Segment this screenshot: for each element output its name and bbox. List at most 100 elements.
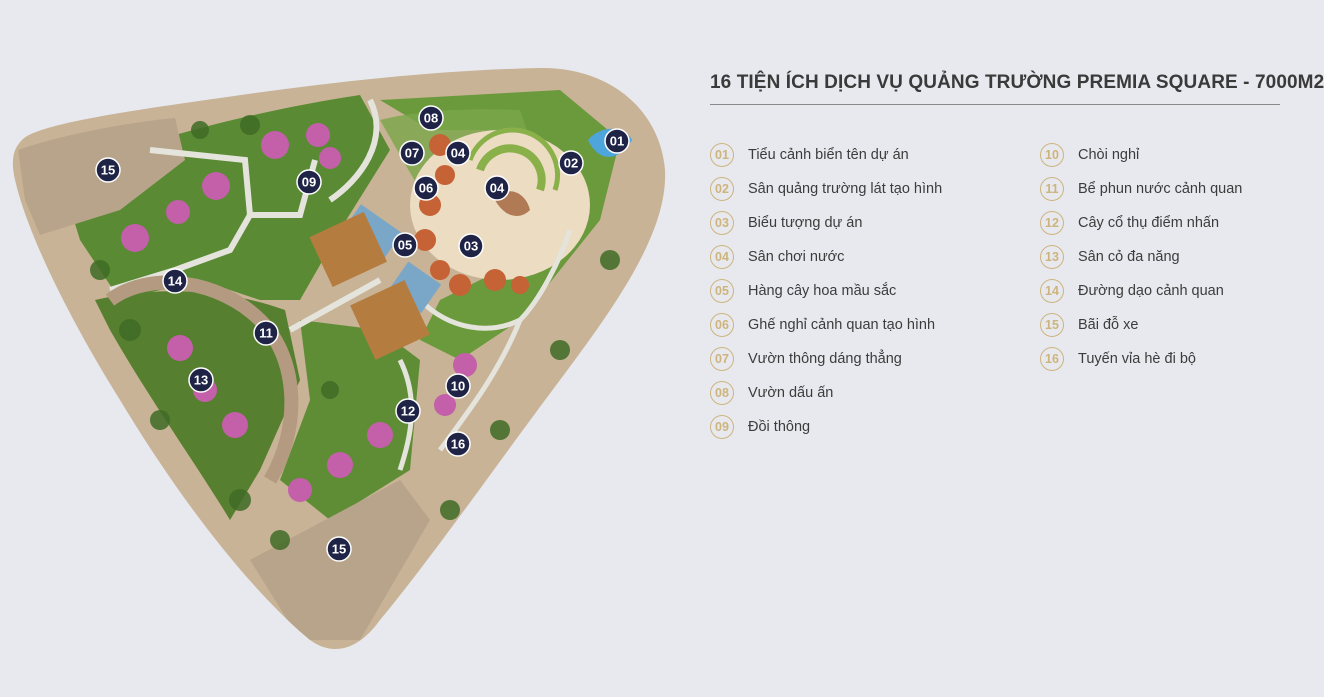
map-marker-label: 11 bbox=[259, 326, 273, 341]
walkway bbox=[328, 98, 380, 203]
legend-item: 16 Tuyến vỉa hè đi bộ bbox=[1040, 342, 1242, 376]
walkway bbox=[288, 277, 382, 333]
legend-number-badge: 03 bbox=[710, 211, 734, 235]
shade-trees bbox=[90, 115, 620, 550]
map-marker-label: 01 bbox=[610, 134, 624, 149]
map-marker-label: 06 bbox=[419, 181, 433, 196]
map-marker-label: 09 bbox=[302, 175, 316, 190]
map-marker-circle bbox=[445, 431, 471, 457]
legend-number-badge: 16 bbox=[1040, 347, 1064, 371]
legend-number-badge: 12 bbox=[1040, 211, 1064, 235]
amenities-legend: 16 TIỆN ÍCH DỊCH VỤ QUẢNG TRƯỜNG PREMIA … bbox=[710, 72, 1324, 439]
map-marker-label: 08 bbox=[424, 111, 438, 126]
legend-number-badge: 02 bbox=[710, 177, 734, 201]
legend-item: 03 Biểu tượng dự án bbox=[710, 206, 942, 240]
map-marker: 13 bbox=[188, 367, 214, 393]
legend-item: 05 Hàng cây hoa mầu sắc bbox=[710, 274, 942, 308]
legend-item-label: Tiểu cảnh biển tên dự án bbox=[748, 147, 909, 163]
map-marker-circle bbox=[162, 268, 188, 294]
legend-number-badge: 06 bbox=[710, 313, 734, 337]
map-marker: 15 bbox=[95, 157, 121, 183]
map-marker: 04 bbox=[484, 175, 510, 201]
legend-item: 14 Đường dạo cảnh quan bbox=[1040, 274, 1242, 308]
legend-item: 04 Sân chơi nước bbox=[710, 240, 942, 274]
legend-item-label: Sân quảng trường lát tạo hình bbox=[748, 181, 943, 197]
legend-item-label: Bể phun nước cảnh quan bbox=[1078, 181, 1243, 197]
map-marker: 01 bbox=[604, 128, 630, 154]
map-marker-label: 03 bbox=[464, 239, 478, 254]
map-marker-label: 04 bbox=[451, 146, 466, 161]
legend-item: 13 Sân cỏ đa năng bbox=[1040, 240, 1242, 274]
legend-item: 11 Bể phun nước cảnh quan bbox=[1040, 172, 1242, 206]
map-marker-circle bbox=[445, 140, 471, 166]
map-marker-label: 02 bbox=[564, 156, 578, 171]
map-marker: 06 bbox=[413, 175, 439, 201]
map-marker: 14 bbox=[162, 268, 188, 294]
map-marker: 10 bbox=[445, 373, 471, 399]
legend-item-label: Biểu tượng dự án bbox=[748, 215, 863, 231]
map-marker: 09 bbox=[296, 169, 322, 195]
map-marker: 05 bbox=[392, 232, 418, 258]
map-marker-circle bbox=[253, 320, 279, 346]
legend-number-badge: 10 bbox=[1040, 143, 1064, 167]
map-marker-circle bbox=[392, 232, 418, 258]
legend-item-label: Sân cỏ đa năng bbox=[1078, 249, 1180, 265]
map-marker: 12 bbox=[395, 398, 421, 424]
legend-item: 02 Sân quảng trường lát tạo hình bbox=[710, 172, 942, 206]
plaza-arc bbox=[467, 127, 561, 191]
water-play bbox=[388, 261, 442, 314]
map-marker: 07 bbox=[399, 140, 425, 166]
map-marker-label: 14 bbox=[168, 274, 183, 289]
plaza-arc bbox=[476, 144, 546, 192]
legend-number-badge: 05 bbox=[710, 279, 734, 303]
map-marker: 15 bbox=[326, 536, 352, 562]
map-marker-label: 15 bbox=[101, 163, 115, 178]
map-marker-circle bbox=[458, 233, 484, 259]
site-plan-map: 08 01 07 04 02 15 09 06 04 05 03 14 11 13 10 12 16 15 bbox=[12, 67, 666, 650]
legend-item-label: Đường dạo cảnh quan bbox=[1078, 283, 1224, 299]
legend-number-badge: 13 bbox=[1040, 245, 1064, 269]
map-markers: 08 01 07 04 02 15 09 06 04 05 03 14 11 13 10 12 16 15 bbox=[95, 105, 630, 562]
legend-column-left: 01 Tiểu cảnh biển tên dự án 02 Sân quảng t… bbox=[710, 138, 942, 444]
legend-number-badge: 01 bbox=[710, 143, 734, 167]
map-marker-circle bbox=[484, 175, 510, 201]
legend-item: 09 Đồi thông bbox=[710, 410, 942, 444]
legend-title: 16 TIỆN ÍCH DỊCH VỤ QUẢNG TRƯỜNG PREMIA … bbox=[710, 72, 1324, 105]
legend-item-label: Bãi đỗ xe bbox=[1078, 317, 1139, 333]
map-marker-label: 15 bbox=[332, 542, 346, 557]
legend-number-badge: 11 bbox=[1040, 177, 1064, 201]
park-lawn-central bbox=[280, 320, 420, 520]
legend-item: 01 Tiểu cảnh biển tên dự án bbox=[710, 138, 942, 172]
flowering-trees bbox=[121, 123, 477, 502]
legend-item-label: Vườn dấu ấn bbox=[748, 385, 834, 401]
map-marker-label: 12 bbox=[401, 404, 415, 419]
map-marker-circle bbox=[558, 150, 584, 176]
landscape-trail bbox=[105, 275, 299, 484]
map-marker-label: 04 bbox=[490, 181, 505, 196]
map-marker-circle bbox=[413, 175, 439, 201]
map-marker-circle bbox=[399, 140, 425, 166]
map-marker: 04 bbox=[445, 140, 471, 166]
map-marker-circle bbox=[604, 128, 630, 154]
map-marker-label: 10 bbox=[451, 379, 465, 394]
map-marker-circle bbox=[418, 105, 444, 131]
legend-item-label: Tuyến vỉa hè đi bộ bbox=[1078, 351, 1196, 367]
legend-item-label: Vườn thông dáng thẳng bbox=[748, 351, 902, 367]
map-marker: 11 bbox=[253, 320, 279, 346]
legend-number-badge: 14 bbox=[1040, 279, 1064, 303]
map-marker: 16 bbox=[445, 431, 471, 457]
map-marker-circle bbox=[296, 169, 322, 195]
map-marker-label: 13 bbox=[194, 373, 208, 388]
legend-item-label: Đồi thông bbox=[748, 419, 811, 435]
legend-number-badge: 04 bbox=[710, 245, 734, 269]
map-marker: 03 bbox=[458, 233, 484, 259]
legend-item-label: Sân chơi nước bbox=[748, 249, 845, 265]
legend-number-badge: 09 bbox=[710, 415, 734, 439]
legend-item-label: Hàng cây hoa mầu sắc bbox=[748, 283, 897, 299]
